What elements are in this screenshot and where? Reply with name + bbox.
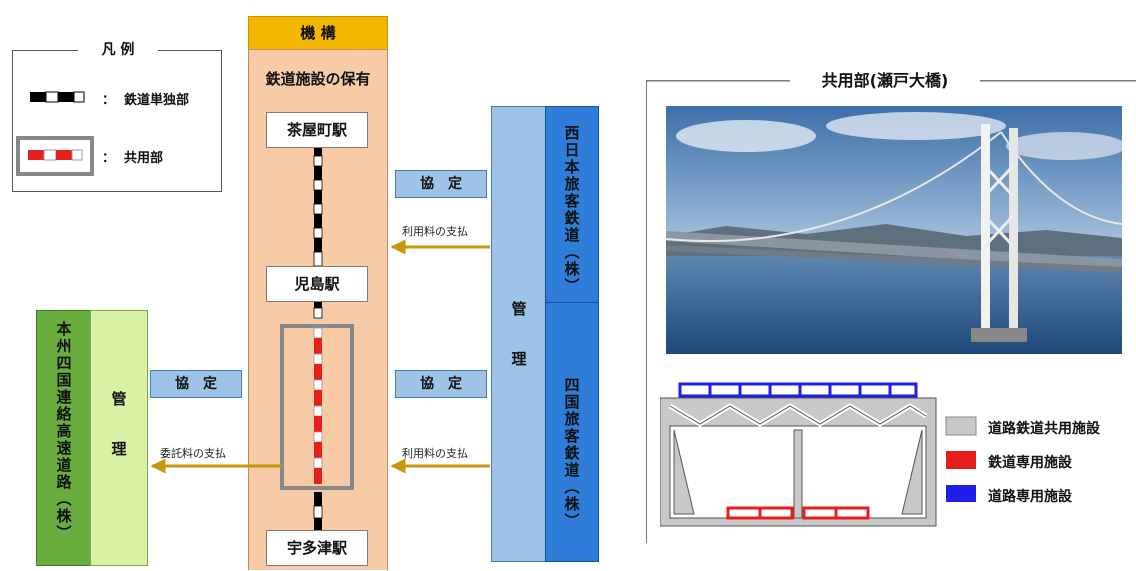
honshi-char: ︵ xyxy=(56,490,72,508)
honshi-char: 国 xyxy=(56,371,72,389)
bridge-legend-shared: 道路鉄道共用施設 xyxy=(988,421,1100,437)
honshi-char: 連 xyxy=(56,388,72,406)
bridge-cross-section xyxy=(660,382,937,527)
jr-west-char: 旅 xyxy=(564,175,580,193)
road-deck xyxy=(678,382,918,398)
station-kojima: 児島駅 xyxy=(266,266,368,302)
honshi-char: ︶ xyxy=(56,524,72,542)
station-utazu: 宇多津駅 xyxy=(266,530,368,566)
left-management-char-1: 管 xyxy=(111,390,127,408)
legend-label-shared: 共用部 xyxy=(124,151,164,166)
honshi-char: 道 xyxy=(56,456,72,474)
bridge-legend-rail: 鉄道専用施設 xyxy=(988,455,1072,471)
track-middle xyxy=(313,296,323,319)
shared-section-box xyxy=(280,324,354,490)
jr-west-column: 西 日 本 旅 客 鉄 道 ︵ 株 ︶ xyxy=(545,106,599,304)
agreement-box-jr-west: 協 定 xyxy=(395,170,487,198)
jr-shikoku-column: 四 国 旅 客 鉄 道 ︵ 株 ︶ xyxy=(545,302,599,562)
right-management-column: 管 理 xyxy=(491,106,547,562)
jr-shikoku-char: 道 xyxy=(564,461,580,479)
honshi-char: 絡 xyxy=(56,405,72,423)
jr-shikoku-char: 四 xyxy=(564,376,580,394)
jr-west-char: ︵ xyxy=(564,243,580,261)
right-management-char-1: 管 xyxy=(511,300,527,318)
rail-deck xyxy=(726,506,870,520)
honshi-char: 本 xyxy=(56,320,72,338)
legend-sep-2: ： xyxy=(102,151,116,166)
jr-west-char: 道 xyxy=(564,226,580,244)
left-management-column: 管 理 xyxy=(90,310,148,566)
right-management-char-2: 理 xyxy=(511,350,527,368)
rail-track xyxy=(280,142,354,532)
bridge-title: 共用部(瀬戸大橋) xyxy=(790,68,980,94)
jr-shikoku-char: 客 xyxy=(564,427,580,445)
left-management-char-2: 理 xyxy=(111,440,127,458)
jr-west-char: 客 xyxy=(564,192,580,210)
legend-symbols xyxy=(16,91,94,176)
jr-shikoku-char: 株 xyxy=(564,495,580,513)
swatch-road xyxy=(946,485,976,502)
bridge-legend-swatches xyxy=(945,416,977,502)
consign-fee-label: 委託料の支払 xyxy=(160,447,226,460)
jr-west-char: 西 xyxy=(564,124,580,142)
usage-fee-label-jr-shikoku: 利用料の支払 xyxy=(402,447,468,460)
track-lower xyxy=(313,492,323,532)
legend-box xyxy=(12,50,222,192)
legend-title: 凡 例 xyxy=(78,38,158,62)
usage-fee-label-jr-west: 利用料の支払 xyxy=(402,225,468,238)
honshi-char: 州 xyxy=(56,337,72,355)
jr-shikoku-char: 鉄 xyxy=(564,444,580,462)
agreement-box-jr-shikoku: 協 定 xyxy=(395,370,487,398)
jr-west-char: 鉄 xyxy=(564,209,580,227)
jr-west-char: ︶ xyxy=(564,277,580,295)
swatch-shared xyxy=(945,416,977,436)
legend-rail-only-symbol xyxy=(30,91,85,103)
track-shared-section xyxy=(313,327,323,484)
jr-shikoku-char: 国 xyxy=(564,393,580,411)
seto-ohashi-photo xyxy=(666,106,1122,354)
jr-west-char: 日 xyxy=(564,141,580,159)
honshi-char: 速 xyxy=(56,439,72,457)
honshi-char: 株 xyxy=(56,507,72,525)
jr-shikoku-char: 旅 xyxy=(564,410,580,428)
legend-sep-1: ： xyxy=(102,93,116,108)
station-chayamachi: 茶屋町駅 xyxy=(266,112,368,148)
honshi-char: 路 xyxy=(56,473,72,491)
honshi-char: 四 xyxy=(56,354,72,372)
bridge-legend-road: 道路専用施設 xyxy=(988,489,1072,505)
jr-west-char: 株 xyxy=(564,260,580,278)
honshi-expressway-column: 本 州 四 国 連 絡 高 速 道 路 ︵ 株 ︶ xyxy=(36,310,92,566)
jr-west-char: 本 xyxy=(564,158,580,176)
honshi-char: 高 xyxy=(56,422,72,440)
shared-truss xyxy=(660,397,937,527)
swatch-rail xyxy=(946,451,976,469)
legend-label-rail-only: 鉄道単独部 xyxy=(124,93,190,108)
jr-shikoku-char: ︶ xyxy=(564,512,580,530)
org-subtitle: 鉄道施設の保有 xyxy=(265,70,371,88)
agreement-box-honshi: 協 定 xyxy=(150,370,242,398)
jr-shikoku-char: ︵ xyxy=(564,478,580,496)
legend-shared-symbol xyxy=(16,136,94,176)
track-upper xyxy=(313,142,323,267)
flow-arrows xyxy=(150,239,490,474)
